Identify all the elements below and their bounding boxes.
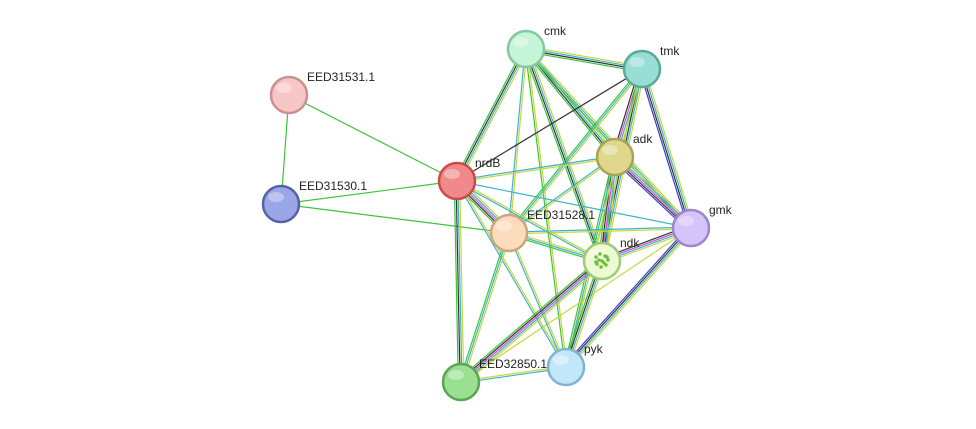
node-label: pyk: [584, 342, 604, 356]
structure-dot: [594, 260, 598, 264]
node-gloss: [444, 169, 460, 179]
structure-dot: [605, 255, 609, 259]
node-gloss: [268, 192, 284, 202]
node-gloss: [678, 216, 694, 226]
node-circle[interactable]: [548, 349, 584, 385]
node-gloss: [513, 37, 529, 47]
node-label: ndk: [620, 236, 640, 250]
node-circle[interactable]: [271, 77, 307, 113]
node-eed31531-1[interactable]: EED31531.1: [271, 70, 375, 113]
node-gloss: [553, 355, 569, 365]
edge-layer: [281, 46, 694, 384]
node-gloss: [496, 221, 512, 231]
node-layer: cmk tmkEED31531.1 nrdB adkEED31530.1EED3152…: [263, 24, 733, 400]
node-cmk[interactable]: cmk: [508, 24, 567, 67]
structure-dot: [599, 265, 603, 269]
node-circle[interactable]: [491, 215, 527, 251]
node-circle[interactable]: [263, 186, 299, 222]
node-gloss: [448, 370, 464, 380]
node-label: adk: [633, 132, 653, 146]
structure-dot: [598, 252, 602, 256]
node-gloss: [629, 57, 645, 67]
node-label: gmk: [709, 203, 733, 217]
node-label: tmk: [660, 44, 680, 58]
edge-line: [289, 95, 457, 181]
node-circle[interactable]: [673, 210, 709, 246]
node-circle[interactable]: [624, 51, 660, 87]
structure-dot: [597, 258, 601, 262]
edge-eed31531-1-nrdb: [289, 95, 457, 181]
edge-nrdb-eed32850-1: [454, 181, 463, 382]
node-circle[interactable]: [443, 364, 479, 400]
node-label: EED31531.1: [307, 70, 375, 84]
edge-eed31530-1-eed31528-1: [281, 204, 509, 233]
node-gloss: [276, 83, 292, 93]
edge-line: [281, 204, 509, 233]
node-circle[interactable]: [597, 139, 633, 175]
node-label: EED32850.1: [479, 357, 547, 371]
structure-dot: [594, 255, 598, 259]
node-eed31530-1[interactable]: EED31530.1: [263, 179, 367, 222]
node-label: cmk: [544, 24, 567, 38]
node-label: nrdB: [475, 156, 500, 170]
node-gloss: [602, 145, 618, 155]
node-label: EED31528.1: [527, 208, 595, 222]
node-circle[interactable]: [508, 31, 544, 67]
node-label: EED31530.1: [299, 179, 367, 193]
node-tmk[interactable]: tmk: [624, 44, 680, 87]
structure-dot: [602, 261, 606, 265]
node-circle[interactable]: [439, 163, 475, 199]
